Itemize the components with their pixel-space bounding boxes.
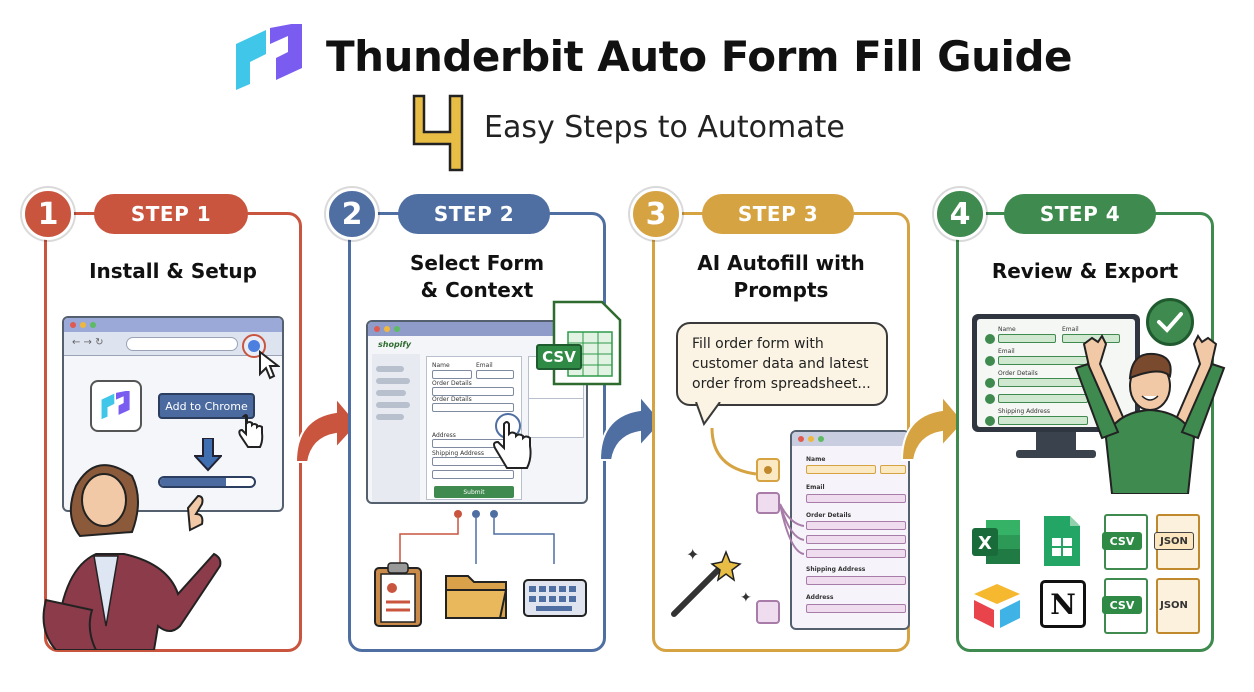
step3-title-line2: Prompts	[733, 278, 829, 302]
step4-pill: STEP 4	[1004, 194, 1156, 234]
s2-field-order[interactable]	[432, 387, 514, 396]
clipboard-icon	[372, 560, 424, 632]
step1-title: Install & Setup	[89, 259, 257, 283]
connector-lines	[399, 510, 555, 564]
s3-field-email[interactable]	[806, 494, 906, 503]
magic-wand-icon: ✦✦	[668, 530, 758, 624]
svg-text:✦: ✦	[740, 590, 752, 606]
csv-badge: CSV	[536, 344, 582, 370]
submit-button[interactable]: Submit	[434, 486, 514, 498]
s2-field-name[interactable]	[432, 370, 472, 379]
spreadsheet-icon	[550, 300, 622, 386]
touch-hand-icon	[492, 412, 544, 476]
autofill-flow-lines	[710, 427, 805, 555]
s2-label-address: Address	[432, 432, 456, 439]
extension-icon[interactable]	[242, 334, 266, 358]
s3-field-order1[interactable]	[806, 521, 906, 530]
s2-label-email: Email	[476, 362, 493, 369]
woman-illustration	[36, 450, 226, 651]
export-csv-2: CSV	[1102, 596, 1142, 614]
s3-field-order3[interactable]	[806, 549, 906, 558]
s2-label-order: Order Details	[432, 380, 472, 387]
prompt-bubble: Fill order form with customer data and l…	[676, 322, 888, 406]
s3-field-name2[interactable]	[880, 465, 906, 474]
s2-label-shipping: Shipping Address	[432, 450, 484, 457]
doc-icon	[756, 600, 780, 624]
export-json-1: JSON	[1154, 532, 1194, 550]
man-celebrating-illustration	[1074, 334, 1226, 495]
step1-number: 1	[22, 188, 74, 240]
page-title: Thunderbit Auto Form Fill Guide	[326, 32, 1073, 81]
google-sheets-icon	[1042, 514, 1082, 572]
s3-field-shipping[interactable]	[806, 576, 906, 585]
step2-title-line2: & Context	[420, 278, 534, 302]
step4-number: 4	[934, 188, 986, 240]
s3-label-order: Order Details	[806, 512, 852, 519]
export-json-2: JSON	[1160, 599, 1188, 611]
s4-label-name: Name	[998, 326, 1016, 333]
step3-title-line1: AI Autofill with	[697, 251, 865, 275]
s3-label-email: Email	[806, 484, 825, 491]
export-csv-1: CSV	[1102, 532, 1142, 550]
s3-label-address: Address	[806, 594, 834, 601]
s2-field-extra[interactable]	[432, 470, 514, 479]
step2-title-line1: Select Form	[409, 251, 545, 275]
progress-bar	[158, 476, 256, 488]
thunderbit-logo	[230, 22, 310, 94]
s3-label-name: Name	[806, 456, 826, 463]
check-icons	[984, 334, 996, 430]
step2-number: 2	[326, 188, 378, 240]
step2-pill: STEP 2	[398, 194, 550, 234]
s4-field-shipping[interactable]	[998, 416, 1088, 425]
user-card-icon	[756, 458, 780, 482]
big-four-digit	[410, 92, 470, 172]
shopify-logo: shopify	[378, 340, 412, 349]
s4-label-email: Email	[1062, 326, 1079, 333]
s3-field-order2[interactable]	[806, 535, 906, 544]
airtable-icon	[970, 582, 1024, 634]
monitor-base	[1016, 450, 1096, 458]
svg-text:X: X	[978, 533, 992, 554]
download-arrow-icon	[192, 437, 224, 476]
s4-label-order: Order Details	[998, 370, 1038, 377]
s3-field-name[interactable]	[806, 465, 876, 474]
s4-label-email2: Email	[998, 348, 1015, 355]
svg-text:✦: ✦	[686, 545, 699, 564]
monitor-stand	[1036, 432, 1076, 450]
step3-number: 3	[630, 188, 682, 240]
s3-field-address[interactable]	[806, 604, 906, 613]
notion-icon: N	[1040, 580, 1086, 628]
add-to-chrome-button[interactable]: Add to Chrome	[158, 393, 255, 419]
s3-label-shipping: Shipping Address	[806, 566, 866, 573]
s2-field-email[interactable]	[476, 370, 514, 379]
step1-pill: STEP 1	[94, 194, 248, 234]
excel-icon: X	[970, 516, 1022, 572]
mail-icon	[756, 492, 780, 514]
step4-title: Review & Export	[991, 259, 1179, 283]
s2-label-order2: Order Details	[432, 396, 472, 403]
success-check-icon	[1146, 298, 1194, 346]
json-file-icon-2	[1156, 578, 1200, 634]
s4-field-name[interactable]	[998, 334, 1056, 343]
cursor-icon	[258, 349, 281, 384]
step3-pill: STEP 3	[702, 194, 854, 234]
folder-icon	[444, 570, 508, 624]
bubble-tail	[694, 401, 724, 430]
s4-label-shipping: Shipping Address	[998, 408, 1050, 415]
s2-field-order2[interactable]	[432, 403, 514, 412]
keyboard-icon	[522, 578, 588, 622]
s2-label-name: Name	[432, 362, 450, 369]
autofill-form-window	[790, 430, 910, 630]
pointer-hand-icon	[238, 414, 264, 454]
page-subtitle: Easy Steps to Automate	[484, 110, 845, 145]
app-logo-tile	[90, 380, 142, 432]
